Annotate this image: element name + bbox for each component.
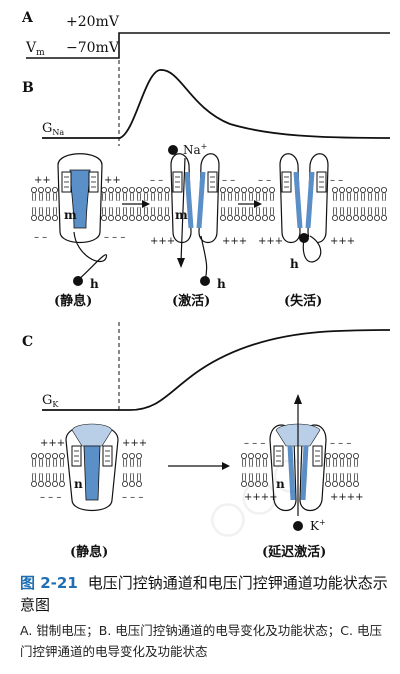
k-channel-rest: n [65, 423, 119, 511]
na-state-inactive-label: (失活) [284, 293, 322, 309]
h-gate-ball [73, 276, 83, 286]
gate-m-label: m [175, 208, 188, 222]
charge-marks: ++ [34, 175, 51, 186]
k-conductance-curve [42, 329, 391, 411]
panel-b: B GNa [22, 69, 391, 139]
charge-marks: – – – [330, 438, 351, 449]
gate-h-label: h [217, 277, 226, 291]
charge-marks: ++++ [330, 492, 364, 503]
k-ion [293, 521, 303, 531]
caption-body: A. 钳制电压；B. 电压门控钠通道的电导变化及功能状态；C. 电压门控钾通道的… [20, 623, 382, 659]
transition-arrow [238, 200, 262, 208]
voltage-step-trace [26, 32, 390, 59]
na-channel-active: Na+ m h [168, 142, 226, 291]
charge-marks: – – [150, 175, 163, 186]
charge-marks: +++ [222, 236, 247, 247]
charge-marks: ++ [104, 175, 121, 186]
na-ion [168, 145, 178, 155]
caption-title: 电压门控钠通道和电压门控钾通道功能状态示意图 [20, 574, 388, 614]
charge-marks: – – [222, 175, 235, 186]
k-state-rest-label: (静息) [70, 544, 108, 560]
charge-marks: ++++ [244, 492, 278, 503]
na-state-rest-label: (静息) [54, 293, 92, 309]
panel-a: A +20mV −70mV Vm [21, 10, 390, 59]
panel-b-letter: B [22, 80, 34, 96]
charge-marks: – – – [40, 492, 61, 503]
na-ion-label: Na+ [183, 142, 207, 157]
charge-marks: – – [258, 175, 271, 186]
k-state-delayed-label: (延迟激活) [262, 544, 326, 560]
gna-label: GNa [42, 121, 64, 137]
k-channel-delayed: n K+ [269, 394, 327, 533]
charge-marks: – – [330, 175, 343, 186]
k-ion-label: K+ [310, 518, 326, 533]
h-gate-ball [200, 276, 210, 286]
h-gate-ball [299, 233, 309, 243]
gate-h-label: h [290, 257, 299, 271]
transition-arrow [168, 462, 230, 470]
panel-c: C GK [22, 322, 391, 411]
charge-marks: – – – [122, 492, 143, 503]
charge-marks: +++ [40, 438, 65, 449]
charge-marks: +++ [330, 236, 355, 247]
na-conductance-curve [42, 69, 391, 139]
charge-marks: – – [34, 232, 47, 243]
gk-label: GK [42, 393, 59, 409]
vm-label: Vm [25, 40, 45, 58]
gate-n-label: n [74, 477, 83, 491]
charge-marks: +++ [258, 236, 283, 247]
panel-c-letter: C [22, 334, 33, 350]
figure-number: 图 2-21 [20, 574, 78, 592]
na-state-active-label: (激活) [172, 293, 210, 309]
charge-marks: +++ [122, 438, 147, 449]
charge-marks: +++ [150, 236, 175, 247]
na-channel-inactive: h [279, 153, 329, 271]
gate-h-label: h [90, 277, 99, 291]
gate-m-label: m [64, 208, 77, 222]
voltage-high-label: +20mV [66, 14, 120, 30]
panel-a-letter: A [21, 10, 34, 26]
gate-n-label: n [276, 477, 285, 491]
na-flow-arrow [180, 157, 186, 263]
charge-marks: – – – [244, 438, 265, 449]
na-channel-rest: m h [57, 153, 108, 291]
charge-marks: – – – [104, 232, 125, 243]
transition-arrow [122, 200, 150, 208]
voltage-low-label: −70mV [66, 40, 120, 56]
